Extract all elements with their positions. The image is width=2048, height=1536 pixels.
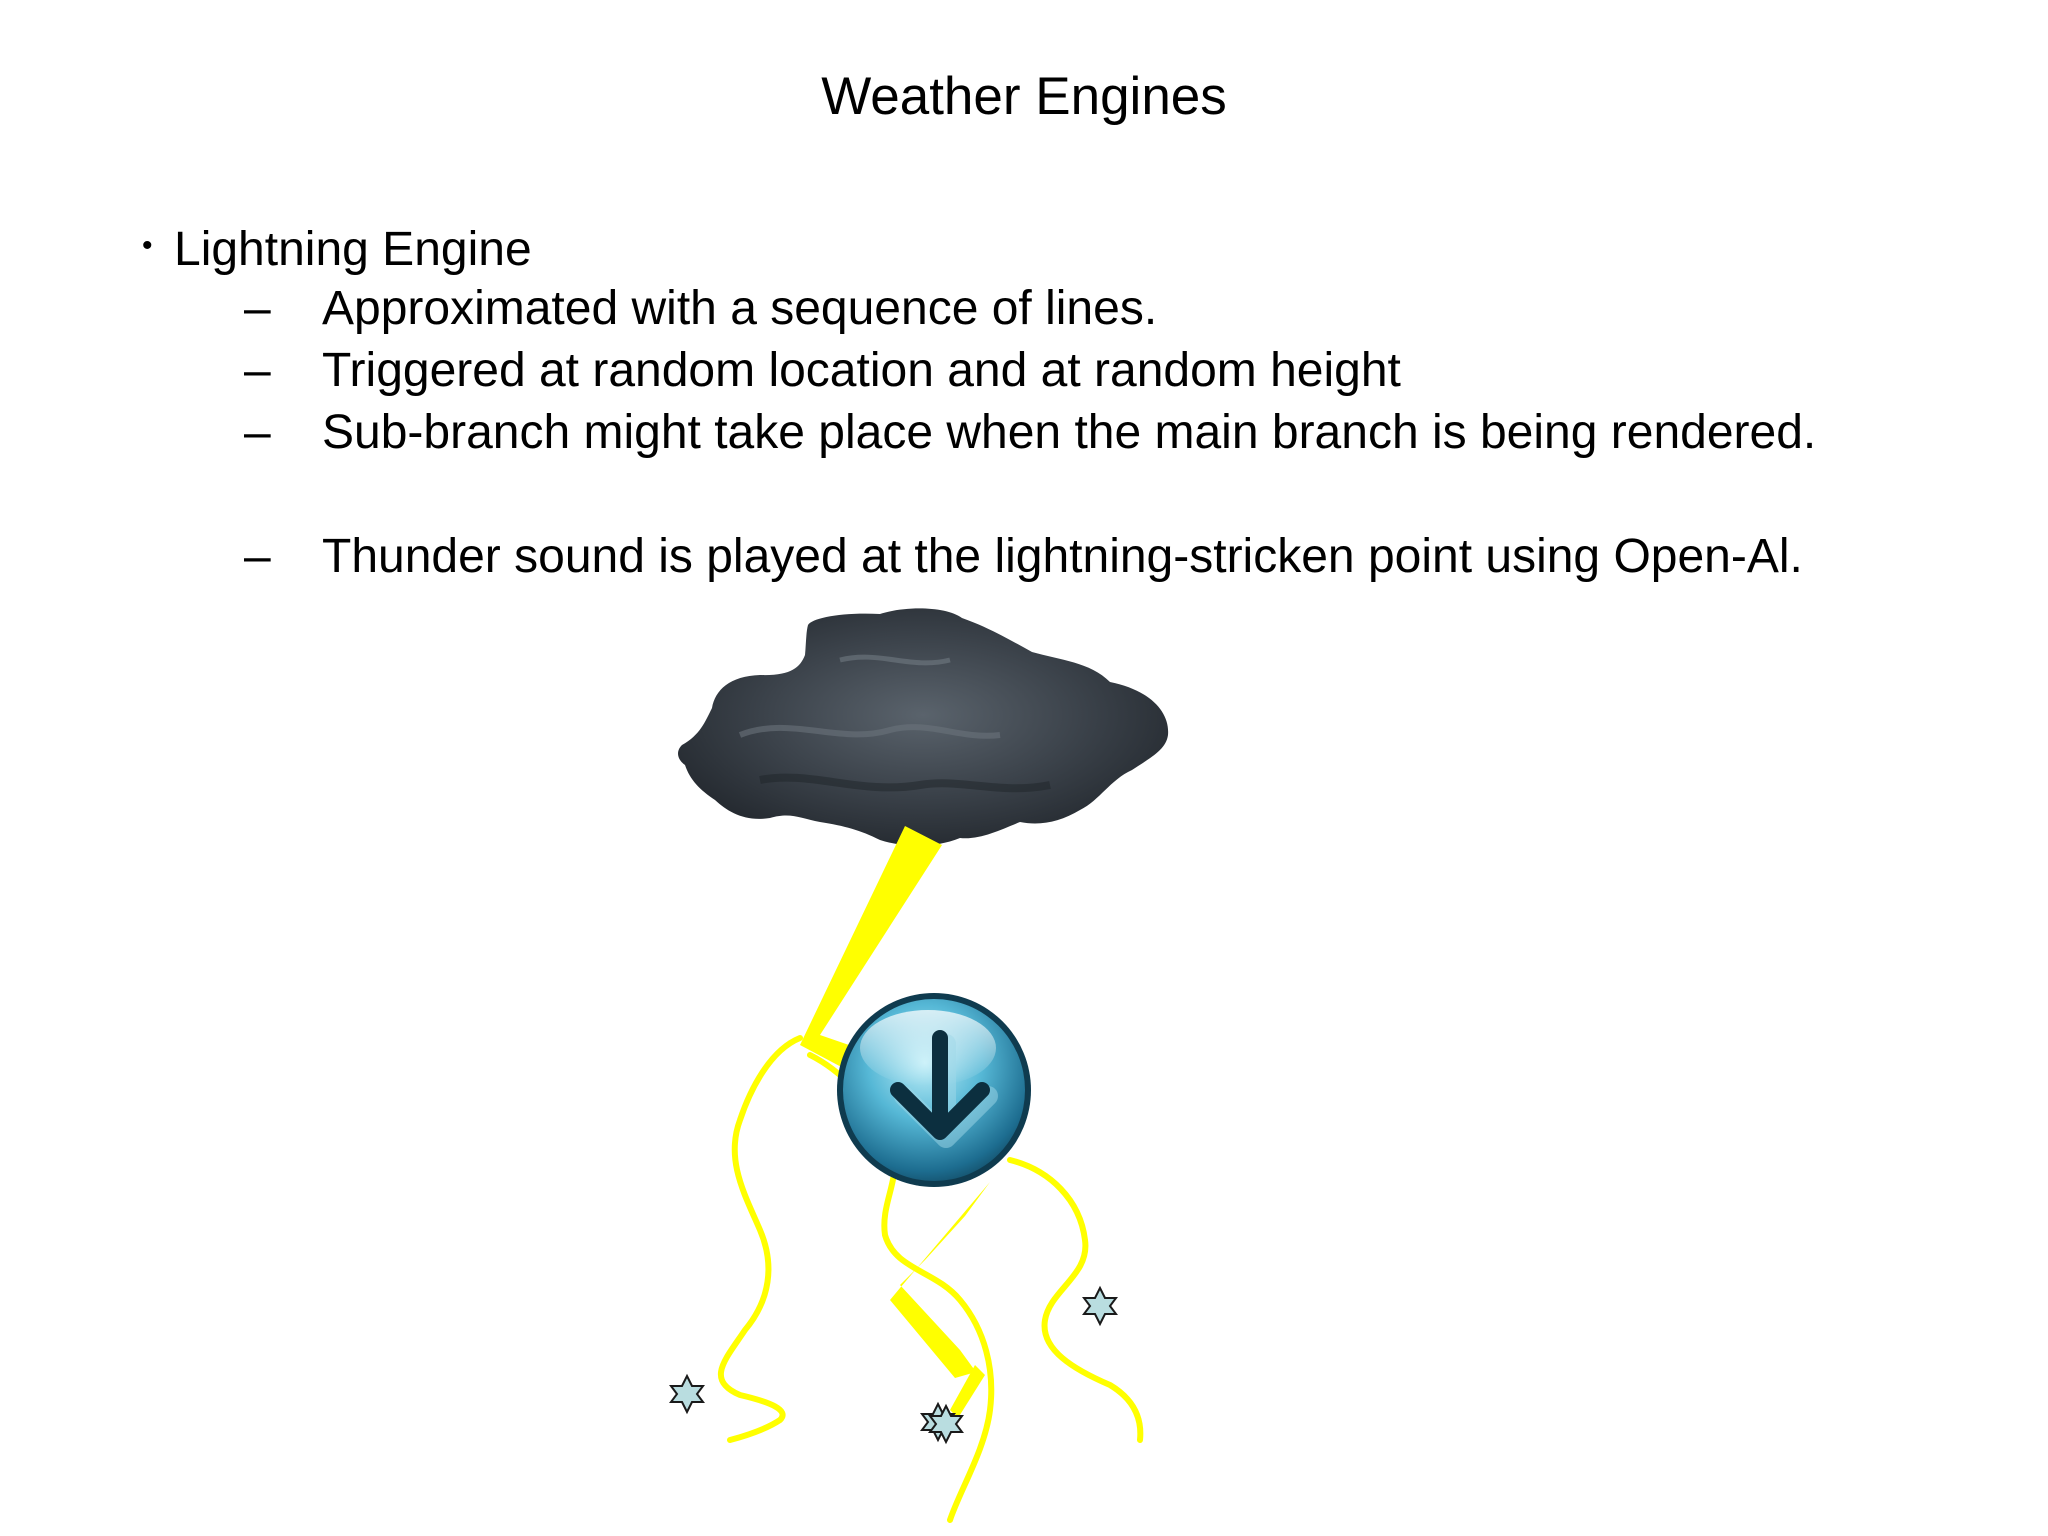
bullet-lightning-engine: • Lightning Engine	[142, 215, 532, 281]
sub-item: – Approximated with a sequence of lines.	[244, 278, 1884, 340]
bullet-marker: •	[142, 229, 153, 262]
sub-marker: –	[244, 344, 271, 397]
slide-title: Weather Engines	[821, 67, 1227, 126]
impact-stars	[669, 1285, 1118, 1445]
sub-item: – Sub-branch might take place when the m…	[244, 402, 1884, 464]
storm-cloud-icon	[678, 608, 1169, 846]
star-icon	[1082, 1285, 1118, 1327]
lightning-bolt-icon	[800, 826, 990, 1418]
sub-item-text: Thunder sound is played at the lightning…	[322, 530, 1803, 583]
sub-marker: –	[244, 406, 271, 459]
sub-item-text: Sub-branch might take place when the mai…	[322, 406, 1817, 459]
star-icon	[928, 1403, 964, 1445]
download-arrow-icon	[837, 993, 1031, 1187]
bullet-text: Lightning Engine	[174, 223, 532, 276]
sub-marker: –	[244, 530, 271, 583]
sub-item-text: Approximated with a sequence of lines.	[322, 282, 1158, 335]
sub-item: – Thunder sound is played at the lightni…	[244, 526, 1884, 588]
sub-item: – Triggered at random location and at ra…	[244, 340, 1884, 402]
star-icon	[669, 1373, 705, 1415]
sub-marker: –	[244, 282, 271, 335]
sub-item-text: Triggered at random location and at rand…	[322, 344, 1401, 397]
